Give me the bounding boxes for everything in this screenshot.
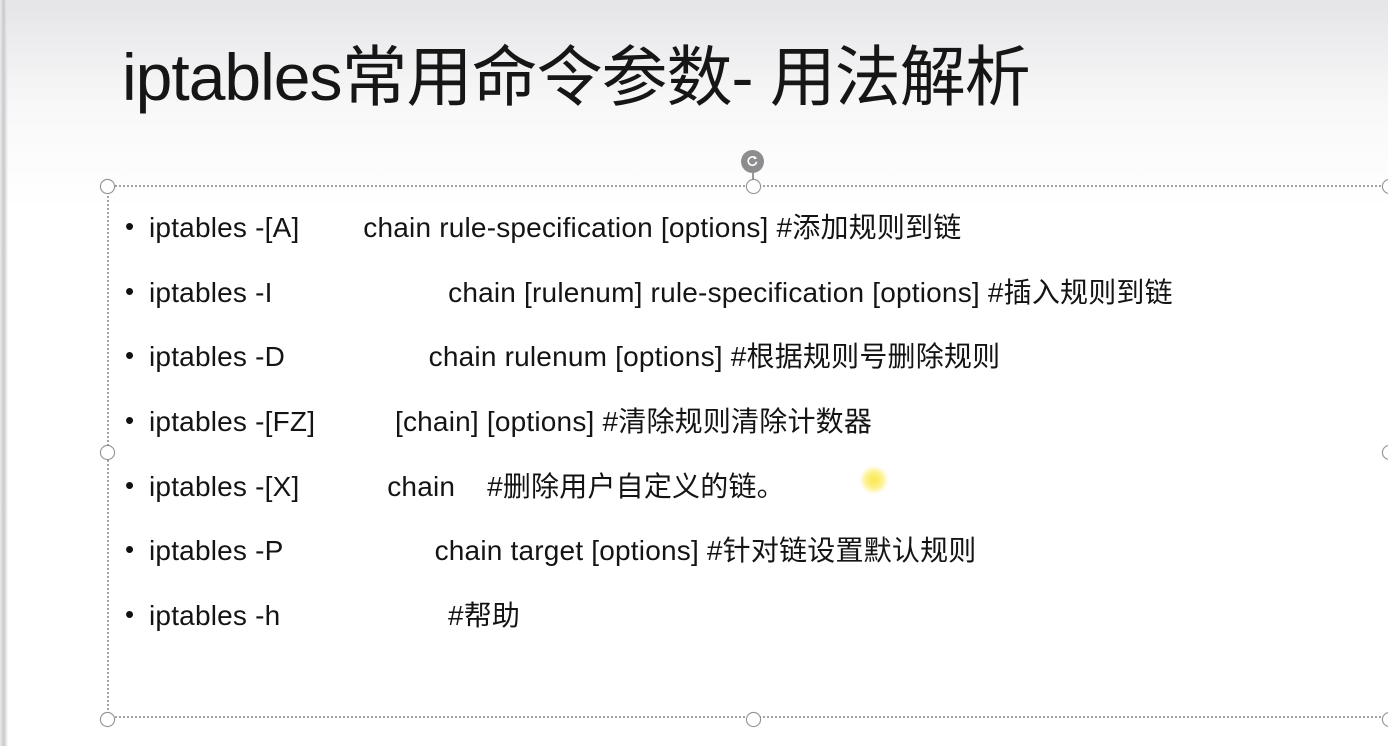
bullet-icon: •	[125, 534, 135, 565]
bullet-icon: •	[125, 469, 135, 500]
list-item: • iptables -P chain target [options] #针对…	[125, 517, 1388, 582]
bullet-text: iptables -[A] chain rule-specification […	[149, 212, 962, 244]
list-item: • iptables -D chain rulenum [options] #根…	[125, 323, 1388, 388]
list-item: • iptables -[A] chain rule-specification…	[125, 194, 1388, 259]
rotate-icon	[745, 154, 760, 169]
bullet-list: • iptables -[A] chain rule-specification…	[125, 194, 1388, 646]
resize-handle-middle-left[interactable]	[99, 444, 115, 460]
rotate-handle[interactable]	[741, 150, 764, 173]
list-item: • iptables -[X] chain #删除用户自定义的链。	[125, 452, 1388, 517]
bullet-text: iptables -P chain target [options] #针对链设…	[149, 535, 977, 567]
bullet-icon: •	[125, 598, 135, 629]
list-item: • iptables -h #帮助	[125, 582, 1388, 647]
resize-handle-bottom-center[interactable]	[745, 711, 761, 727]
rotate-handle-stem	[752, 168, 754, 182]
resize-handle-bottom-left[interactable]	[99, 711, 115, 727]
slide-left-edge-shadow	[0, 0, 8, 746]
content-textbox[interactable]: • iptables -[A] chain rule-specification…	[107, 185, 1388, 718]
resize-handle-middle-right[interactable]	[1382, 444, 1388, 460]
bullet-icon: •	[125, 340, 135, 371]
resize-handle-bottom-right[interactable]	[1382, 711, 1388, 727]
resize-handle-top-right[interactable]	[1382, 178, 1388, 194]
bullet-text: iptables -h #帮助	[149, 599, 521, 631]
bullet-text: iptables -D chain rulenum [options] #根据规…	[149, 341, 1001, 373]
list-item: • iptables -[FZ] [chain] [options] #清除规则…	[125, 388, 1388, 453]
slide-title: iptables常用命令参数- 用法解析	[122, 40, 1031, 114]
resize-handle-top-center[interactable]	[745, 178, 761, 194]
list-item: • iptables -I chain [rulenum] rule-speci…	[125, 259, 1388, 324]
bullet-icon: •	[125, 275, 135, 306]
bullet-text: iptables -[X] chain #删除用户自定义的链。	[149, 470, 785, 502]
bullet-icon: •	[125, 211, 135, 242]
bullet-text: iptables -I chain [rulenum] rule-specifi…	[149, 276, 1173, 308]
resize-handle-top-left[interactable]	[99, 178, 115, 194]
bullet-text: iptables -[FZ] [chain] [options] #清除规则清除…	[149, 406, 873, 438]
bullet-icon: •	[125, 405, 135, 436]
